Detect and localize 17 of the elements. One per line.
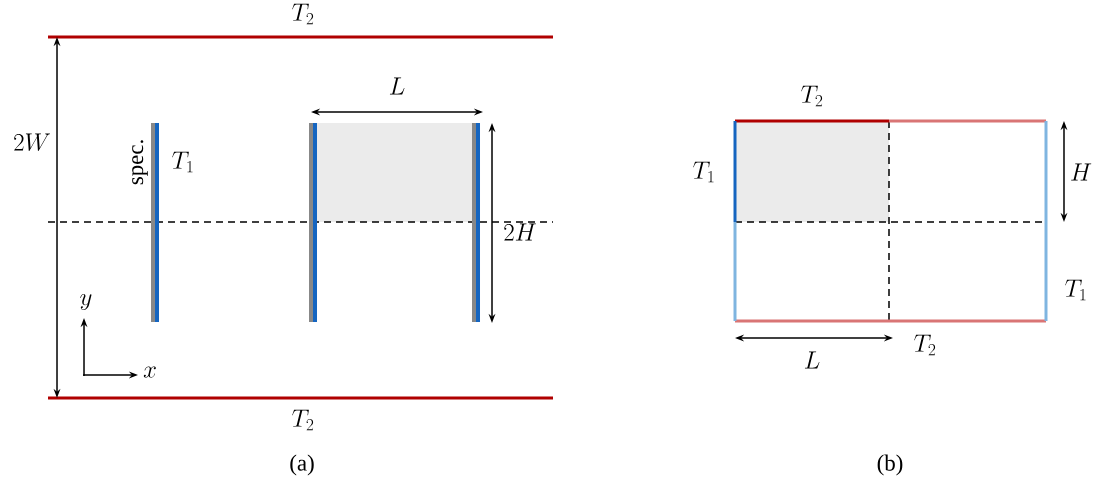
axis-label: $x$ bbox=[143, 366, 156, 378]
plate-label: spec. bbox=[132, 140, 148, 185]
panel-label: (a) bbox=[290, 454, 314, 476]
boundary-label: $T_2$ bbox=[292, 409, 314, 431]
dimension-label: $L$ bbox=[389, 77, 405, 95]
boundary-label: $T_1$ bbox=[693, 161, 714, 183]
dimension-label: $2H$ bbox=[504, 223, 536, 241]
boundary-label: $T_2$ bbox=[292, 3, 314, 25]
axis-label: $y$ bbox=[80, 294, 92, 310]
dimension-label: $2W$ bbox=[14, 133, 50, 151]
dimension-label: $H$ bbox=[1071, 163, 1092, 181]
boundary-label: $T_2$ bbox=[914, 334, 936, 356]
panel-label: (b) bbox=[877, 454, 903, 476]
dimension-label: $L$ bbox=[804, 351, 820, 369]
boundary-label: $T_1$ bbox=[172, 151, 193, 173]
boundary-label: $T_2$ bbox=[801, 85, 823, 107]
boundary-label: $T_1$ bbox=[1065, 279, 1086, 301]
